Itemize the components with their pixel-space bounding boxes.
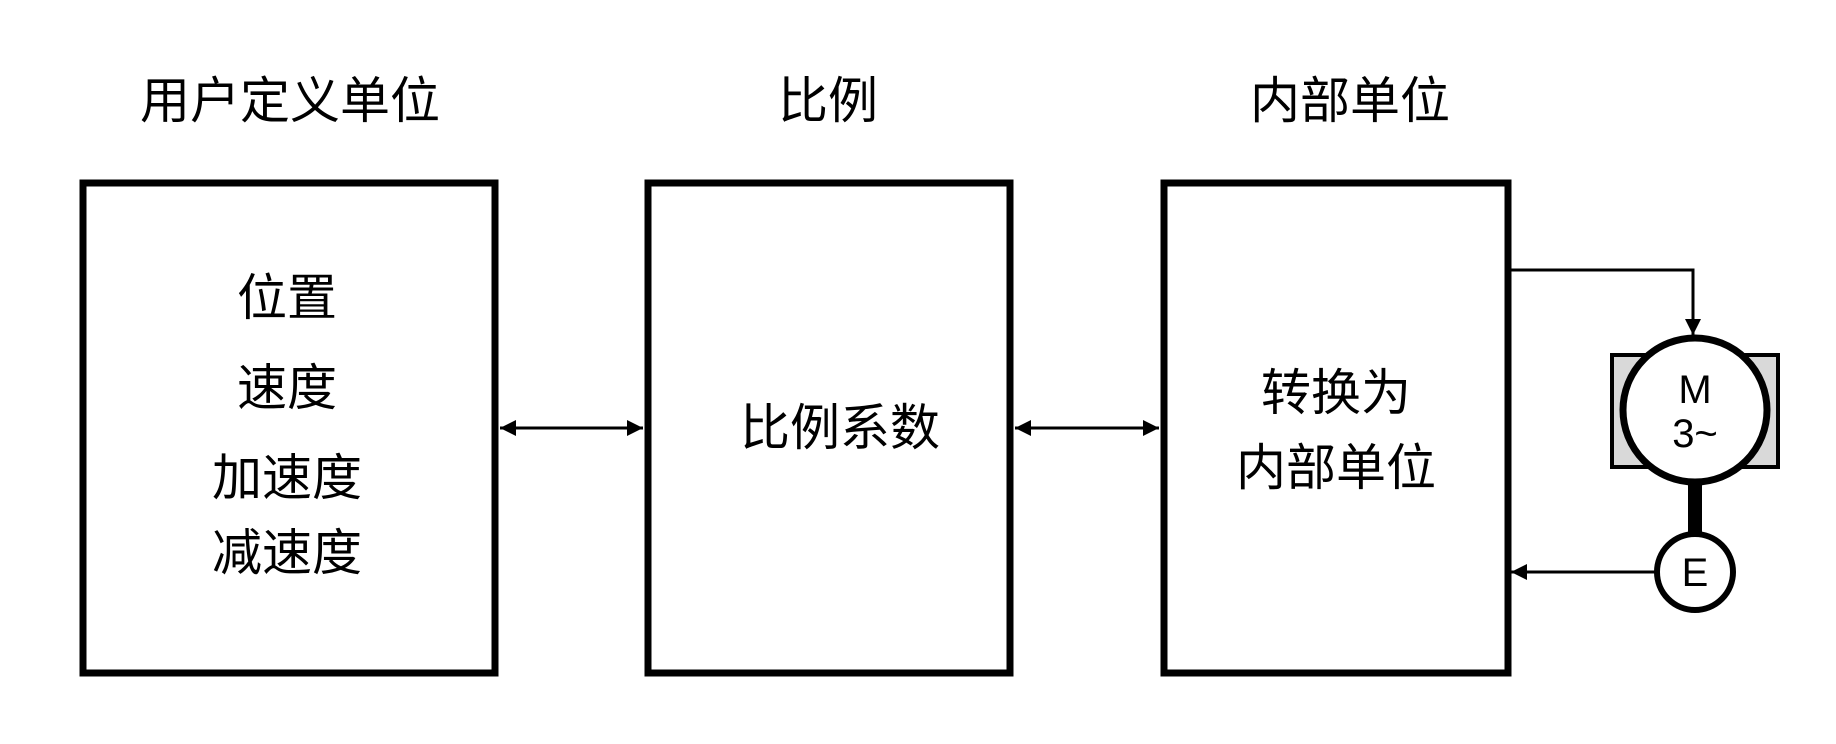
heading-scaling: 比例 xyxy=(778,72,878,130)
motor-phase: 3~ xyxy=(1672,412,1718,456)
internal-units-line-units: 内部单位 xyxy=(1236,439,1436,497)
internal-units-line-convert: 转换为 xyxy=(1261,364,1411,422)
scaling-factor-label: 比例系数 xyxy=(740,399,940,457)
internal-units-box xyxy=(1160,179,1512,677)
motor-shaft xyxy=(1688,482,1702,538)
heading-internal-units: 内部单位 xyxy=(1250,72,1450,130)
user-units-line-position: 位置 xyxy=(237,269,337,327)
motor-letter: M xyxy=(1678,368,1711,412)
user-units-line-deceleration: 减速度 xyxy=(212,524,362,582)
user-units-line-acceleration: 加速度 xyxy=(212,449,362,507)
encoder-letter: E xyxy=(1682,551,1709,595)
user-units-box xyxy=(79,179,499,677)
scaling-box xyxy=(644,179,1014,677)
heading-user-units: 用户定义单位 xyxy=(140,72,440,130)
output-arrow-to-motor xyxy=(1511,268,1701,335)
user-units-line-velocity: 速度 xyxy=(237,359,337,417)
